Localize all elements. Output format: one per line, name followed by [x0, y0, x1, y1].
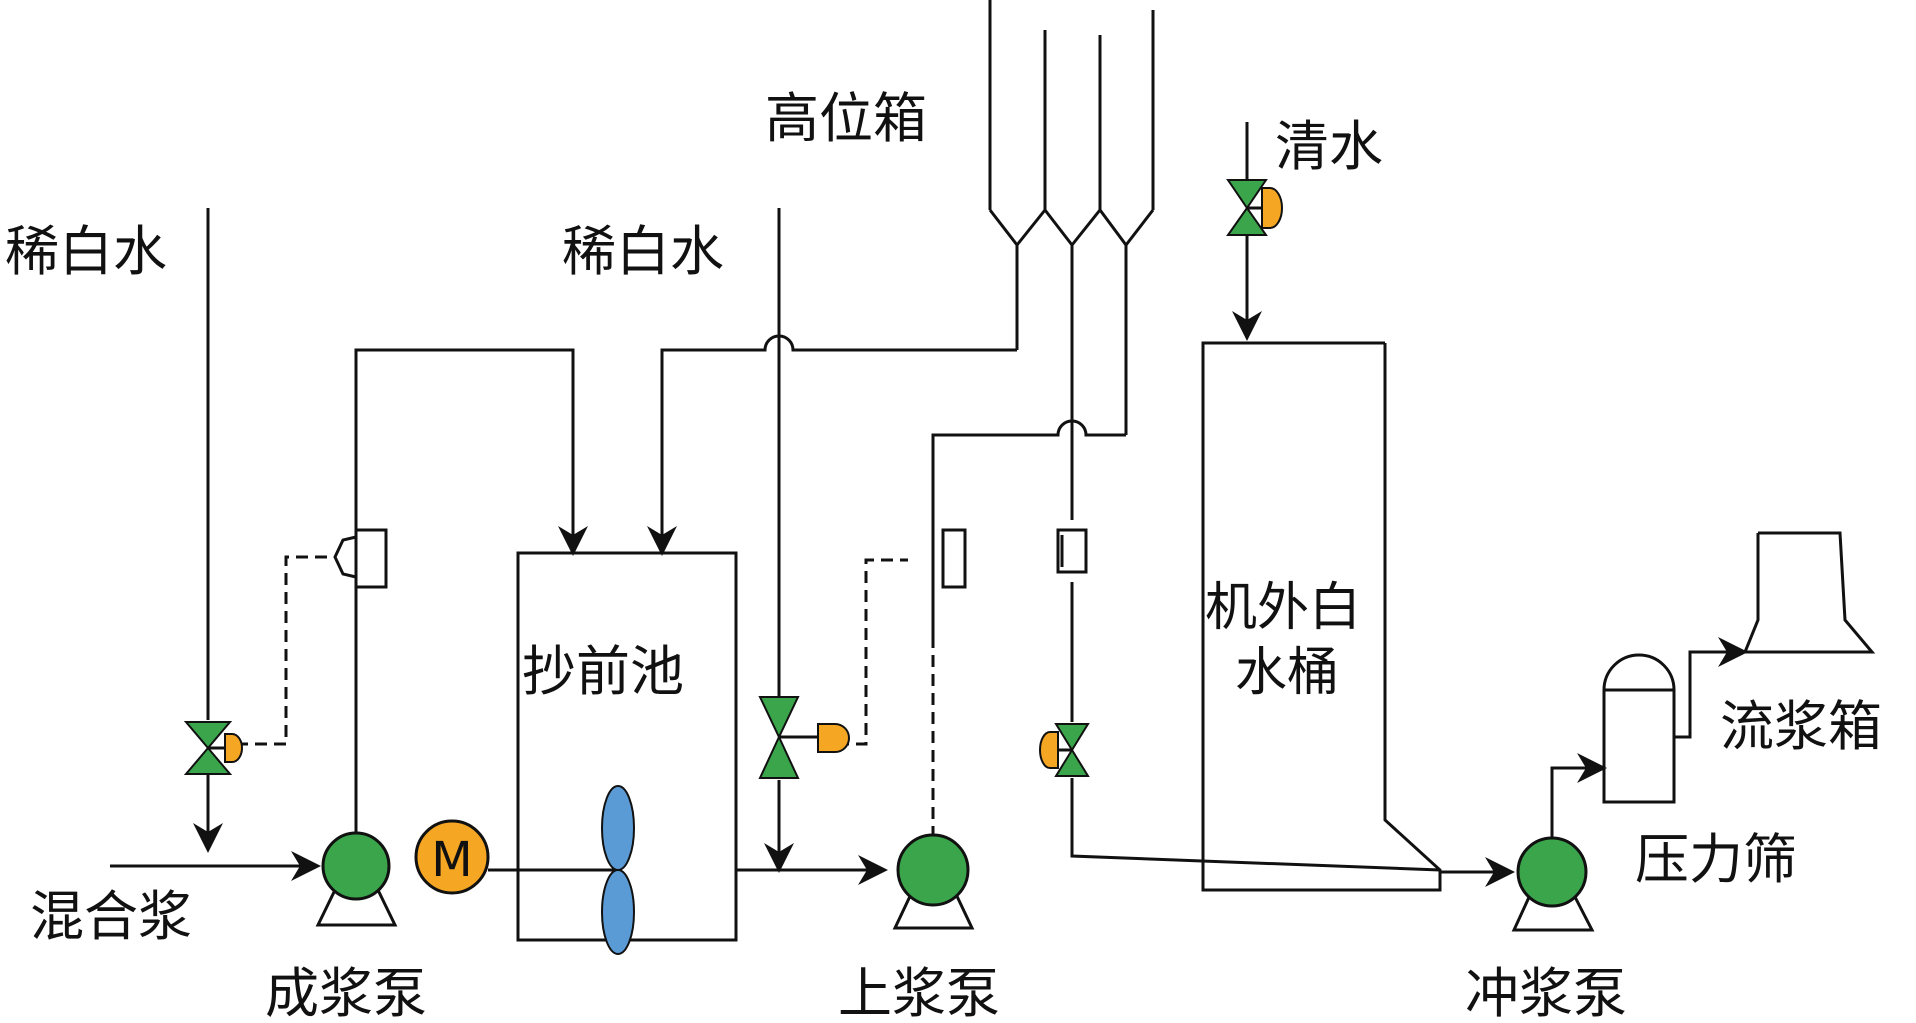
fan-pump[interactable]: [1516, 836, 1588, 908]
high-level-box: [988, 0, 1155, 435]
silo-feed-line: [1070, 418, 1441, 872]
label-feed-pump: 上浆泵: [838, 962, 1000, 1023]
feed-pump[interactable]: [896, 833, 970, 907]
flow-meter-instrument: [333, 528, 388, 589]
agitator-icon: [601, 785, 635, 955]
headbox-return-line: [647, 334, 1017, 556]
headbox: [1742, 531, 1876, 654]
fan-pump-to-screen-line: [1550, 753, 1607, 840]
feed-pump-base: [892, 891, 975, 930]
screen-to-headbox-line: [1674, 637, 1748, 739]
control-valve-left[interactable]: [183, 721, 243, 775]
stock-pump-base: [315, 889, 398, 927]
control-signal-mid: [818, 558, 908, 746]
label-silo-line2: 水桶: [1235, 643, 1339, 703]
control-valve-mid[interactable]: [758, 696, 850, 779]
stock-pump-discharge-line: [354, 348, 588, 836]
motor-label: M: [431, 832, 472, 888]
control-signal-left: [236, 555, 330, 746]
label-silo-line1: 机外白: [1205, 578, 1361, 638]
label-machine-chest: 抄前池: [522, 640, 684, 703]
label-pressure-screen: 压力筛: [1635, 828, 1797, 891]
label-mixed-stock: 混合浆: [30, 885, 192, 948]
agitator-motor[interactable]: M: [414, 819, 490, 895]
label-headbox: 流浆箱: [1720, 695, 1882, 758]
label-fan-pump: 冲浆泵: [1465, 962, 1627, 1023]
clear-water-valve[interactable]: [1226, 179, 1283, 236]
level-transmitter: [941, 528, 967, 589]
silo-feed-valve[interactable]: [1039, 723, 1090, 777]
fan-pump-base: [1511, 894, 1595, 932]
label-stock-pump: 成浆泵: [265, 962, 427, 1023]
label-white-water-left: 稀白水: [5, 220, 167, 283]
label-headbox-top: 高位箱: [765, 87, 927, 150]
label-white-water-mid: 稀白水: [562, 220, 724, 283]
pressure-screen: [1602, 653, 1676, 804]
stock-pump[interactable]: [321, 831, 391, 901]
label-clear-water: 清水: [1275, 115, 1383, 178]
flow-sensor: [1056, 528, 1088, 574]
